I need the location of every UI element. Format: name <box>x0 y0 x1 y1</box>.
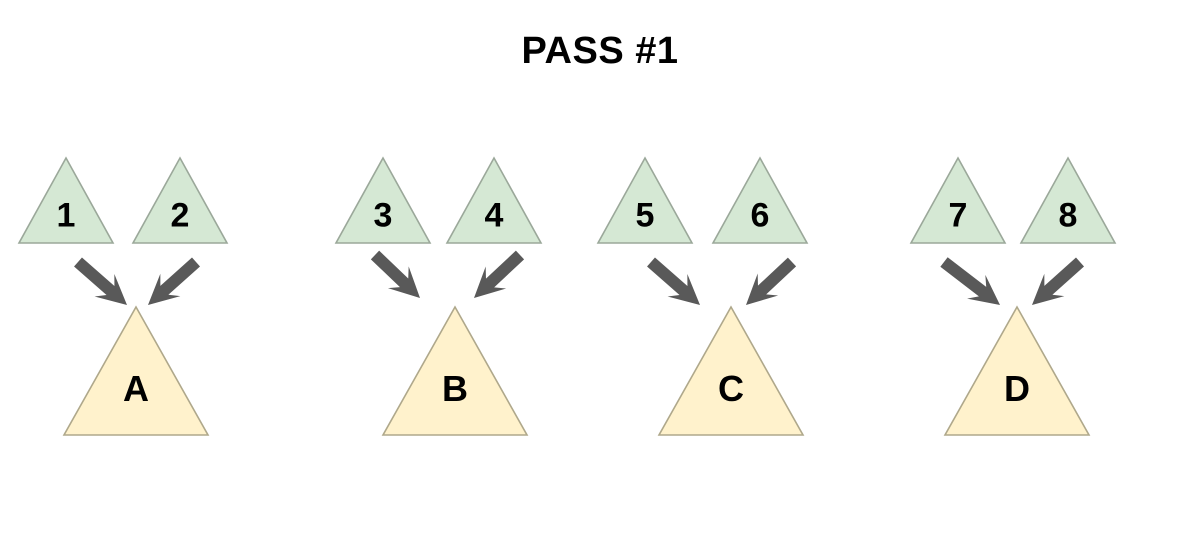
arrow-7-to-d <box>940 257 1000 305</box>
source-triangle-1-label: 1 <box>57 196 76 234</box>
target-triangle-C-shape <box>657 305 805 436</box>
source-triangle-3-shape <box>334 156 432 244</box>
group-d: 7 8D <box>909 156 1117 436</box>
target-triangle-B[interactable]: B <box>381 305 529 436</box>
source-triangle-1-shape <box>17 156 115 244</box>
source-triangle-1[interactable]: 1 <box>17 156 115 244</box>
source-triangle-6[interactable]: 6 <box>711 156 809 244</box>
source-triangle-6-shape <box>711 156 809 244</box>
target-triangle-D-shape <box>943 305 1091 436</box>
source-triangle-3-label: 3 <box>374 196 393 234</box>
source-triangle-3[interactable]: 3 <box>334 156 432 244</box>
target-triangle-D-label: D <box>1004 368 1030 409</box>
target-triangle-B-shape <box>381 305 529 436</box>
source-triangle-5-shape <box>596 156 694 244</box>
source-triangle-4[interactable]: 4 <box>445 156 543 244</box>
source-triangle-8-label: 8 <box>1059 196 1078 234</box>
source-triangle-7-shape <box>909 156 1007 244</box>
source-triangle-7-label: 7 <box>949 196 968 234</box>
target-triangle-B-label: B <box>442 368 468 409</box>
source-triangle-2[interactable]: 2 <box>131 156 229 244</box>
page-title: PASS #1 <box>521 30 679 72</box>
arrow-8-to-d <box>1032 257 1084 305</box>
target-triangle-D[interactable]: D <box>943 305 1091 436</box>
arrow-4-to-b <box>474 250 525 298</box>
target-triangle-A-shape <box>62 305 210 436</box>
source-triangle-4-shape <box>445 156 543 244</box>
arrow-2-to-a <box>148 257 200 305</box>
target-triangle-C-label: C <box>718 368 744 409</box>
source-triangle-4-label: 4 <box>485 196 504 234</box>
source-triangle-7[interactable]: 7 <box>909 156 1007 244</box>
source-triangle-5-label: 5 <box>636 196 655 234</box>
source-triangle-2-shape <box>131 156 229 244</box>
source-triangle-6-label: 6 <box>751 196 770 234</box>
group-a: 1 2A <box>17 156 229 436</box>
arrow-5-to-c <box>647 257 700 305</box>
target-triangle-A-label: A <box>123 368 149 409</box>
arrow-3-to-b <box>370 250 420 298</box>
group-b: 3 4B <box>334 156 543 436</box>
source-triangle-2-label: 2 <box>171 196 190 234</box>
arrow-1-to-a <box>74 257 127 305</box>
target-triangle-C[interactable]: C <box>657 305 805 436</box>
group-c: 5 6C <box>596 156 809 436</box>
arrow-6-to-c <box>746 257 797 305</box>
shapes-layer: 1 2A 3 4B 5 6C 7 8D <box>17 156 1117 436</box>
target-triangle-A[interactable]: A <box>62 305 210 436</box>
source-triangle-8[interactable]: 8 <box>1019 156 1117 244</box>
source-triangle-5[interactable]: 5 <box>596 156 694 244</box>
source-triangle-8-shape <box>1019 156 1117 244</box>
